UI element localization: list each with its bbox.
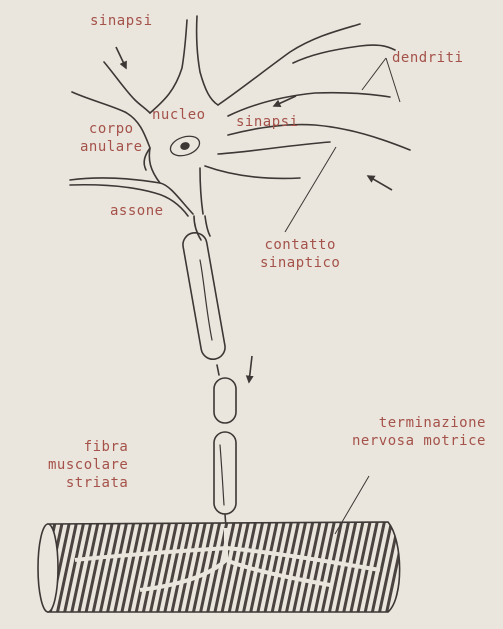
axon [181, 216, 236, 528]
label-terminazione: terminazione [352, 414, 486, 432]
label-sinapsi-top: sinapsi [90, 12, 153, 30]
muscle-fiber-drawing [38, 522, 400, 612]
label-striata: striata [48, 474, 128, 492]
label-contatto: contatto [260, 236, 340, 254]
label-corpo: corpo [80, 120, 143, 138]
label-sinaptico: sinaptico [260, 254, 340, 272]
label-fibra-muscolare-striata: fibra muscolare striata [48, 438, 128, 492]
label-nervosa-motrice: nervosa motrice [352, 432, 486, 450]
label-dendriti: dendriti [392, 49, 463, 67]
label-corpo-anulare: corpo anulare [80, 120, 143, 156]
label-nucleo: nucleo [152, 106, 206, 124]
label-contatto-sinaptico: contatto sinaptico [260, 236, 340, 272]
label-fibra: fibra [48, 438, 128, 456]
label-terminazione-nervosa-motrice: terminazione nervosa motrice [352, 414, 486, 450]
label-muscolare: muscolare [48, 456, 128, 474]
label-assone: assone [110, 202, 164, 220]
label-anulare: anulare [80, 138, 143, 156]
label-sinapsi-mid: sinapsi [236, 113, 299, 131]
